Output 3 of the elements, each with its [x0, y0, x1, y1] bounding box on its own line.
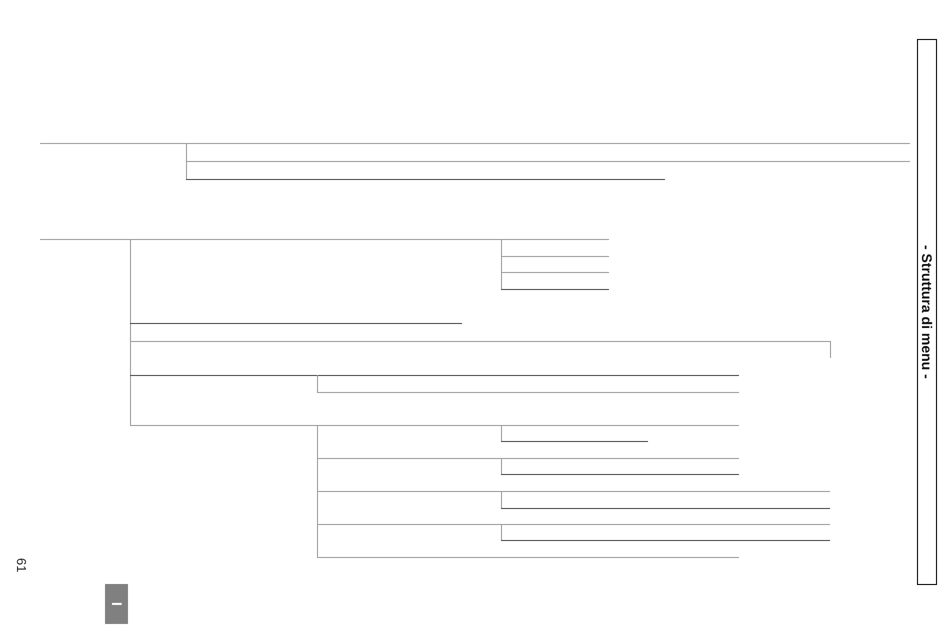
language-tab: I	[105, 584, 128, 624]
section-title: - Struttura di menu -	[919, 245, 935, 379]
page-number: 61	[14, 558, 28, 572]
